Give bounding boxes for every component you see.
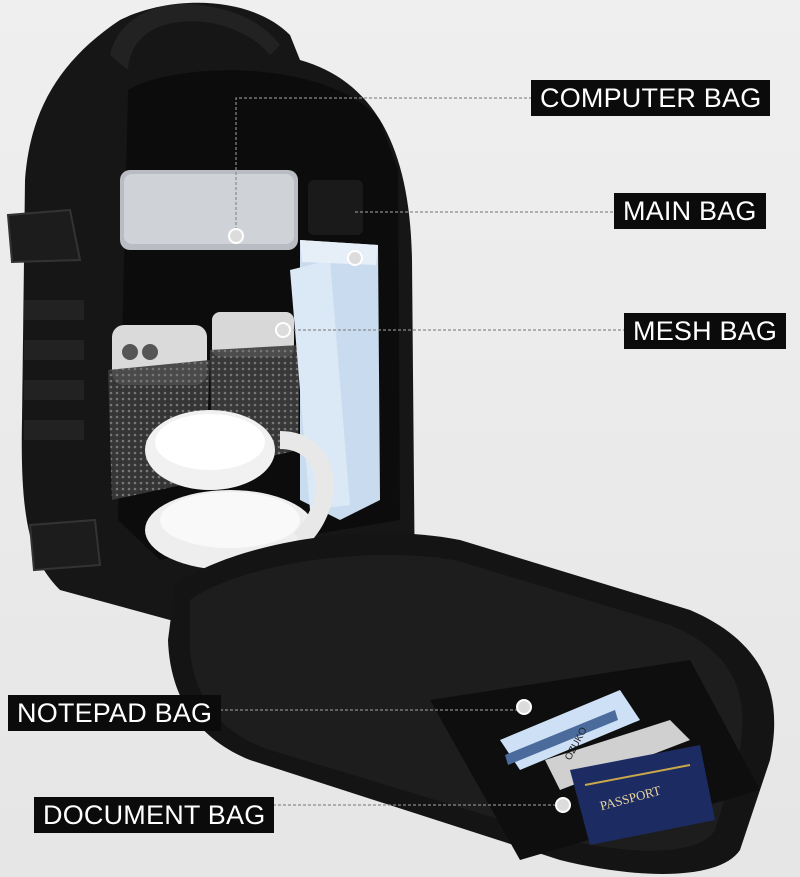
mesh-bag-label: MESH BAG <box>624 313 787 349</box>
headphones <box>145 410 334 570</box>
power-bank <box>212 312 294 357</box>
computer-bag-label: COMPUTER BAG <box>531 80 771 116</box>
passport <box>570 745 715 845</box>
laptop <box>120 170 298 250</box>
leader-lines <box>200 97 624 806</box>
main-bag-label: MAIN BAG <box>614 193 766 229</box>
marker-dots <box>228 228 571 813</box>
document-bag-label: DOCUMENT BAG <box>34 797 275 833</box>
notepad-bag-label: NOTEPAD BAG <box>8 695 222 731</box>
